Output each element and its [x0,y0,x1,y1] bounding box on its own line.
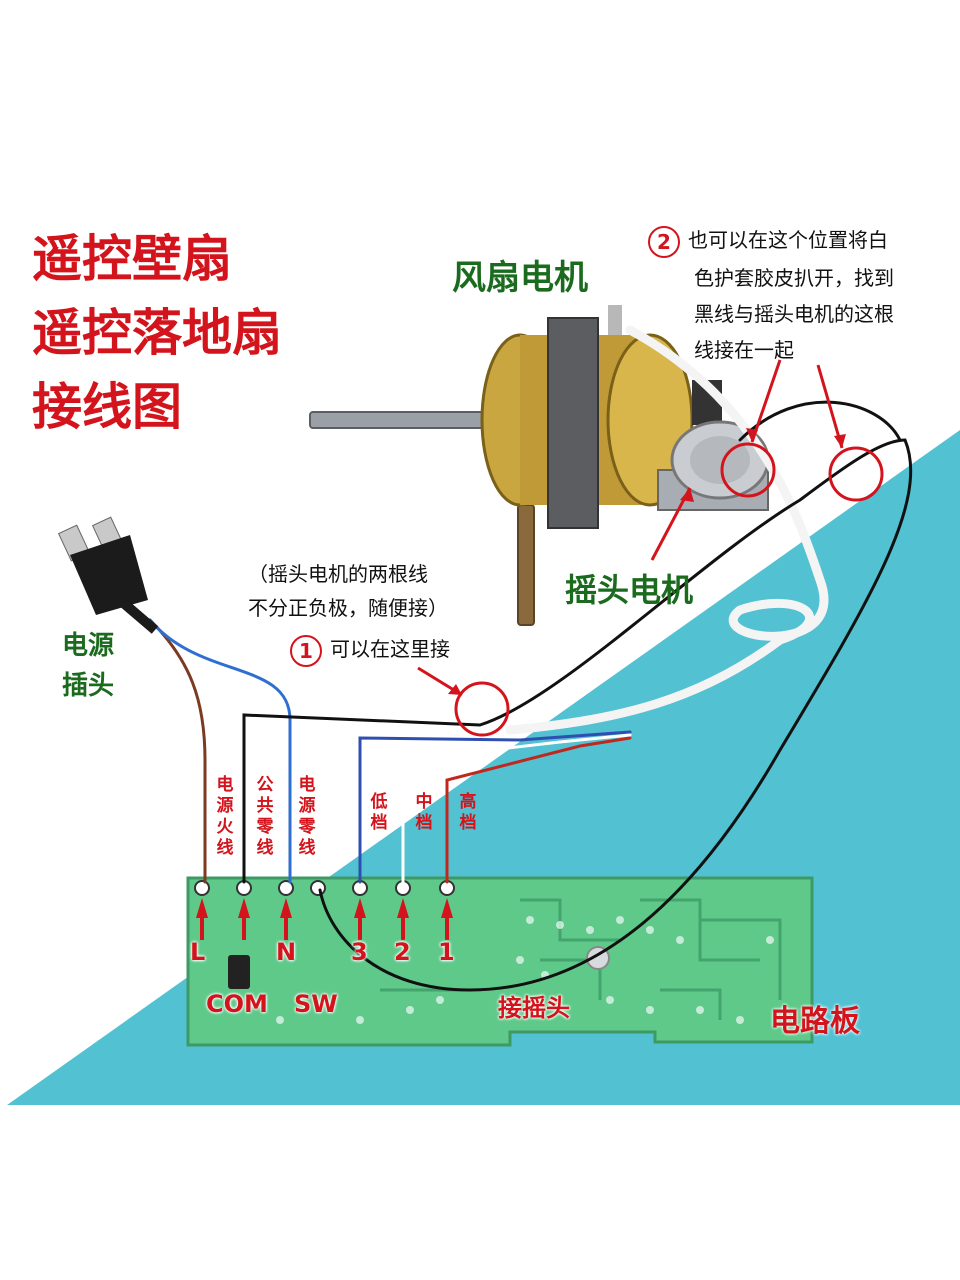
note-two-wires-line-1: （摇头电机的两根线 [248,562,428,586]
note-2-line-3: 黑线与摇头电机的这根 [694,302,894,326]
power-plug-label-2: 插头 [62,671,115,701]
title-line-3: 接线图 [32,378,182,436]
wire-label-high: 高档 [459,792,477,833]
wire-label-neutral: 电源零线 [298,775,316,858]
oscillating-motor-label: 摇头电机 [565,571,694,609]
wire-label-low: 低档 [370,792,388,833]
note-1-number: 1 [290,634,322,667]
arrow-2 [397,898,409,940]
arrow-COM [238,898,250,940]
connection-circle-2b [828,446,884,502]
arrow-N [280,898,292,940]
wire-red-high [445,736,632,884]
wire-label-mid: 中档 [415,792,433,833]
connection-circle-2a [720,442,776,498]
pointer-2b [816,364,844,449]
terminal-label-N: N [276,938,297,966]
note-2-number: 2 [648,225,680,258]
arrow-1 [441,898,453,940]
wire-label-live: 电源火线 [216,775,234,858]
note-1-text: 可以在这里接 [330,637,450,661]
terminal-label-1: 1 [438,938,455,966]
terminal-label-3: 3 [351,938,368,966]
terminal-pad-L [194,880,210,896]
note-2-text-1: 也可以在这个位置将白 [688,228,888,252]
note-1: 1 可以在这里接 [290,633,450,667]
note-2-line-4: 线接在一起 [694,338,794,362]
wire-blue-neutral [148,618,292,884]
terminal-pad-N [278,880,294,896]
wire-blue-low [358,730,632,884]
wire-white-mid [401,733,632,884]
com-jumper [228,955,250,989]
arrow-L [196,898,208,940]
fan-motor [309,305,722,626]
white-sheathed-cable [505,325,829,735]
terminal-label-L: L [190,938,206,966]
terminal-label-2: 2 [394,938,411,966]
background-cyan-triangle [0,430,960,1280]
pointer-2a [750,359,782,443]
connection-circle-1 [454,681,510,737]
wire-brown-live [148,618,207,884]
arrow-3 [354,898,366,940]
wire-black-common [242,438,913,992]
title-line-1: 遥控壁扇 [32,230,232,288]
terminal-label-COM: COM [206,990,268,1018]
circuit-board-label: 电路板 [770,1004,860,1039]
oscillate-connect-label: 接摇头 [498,994,570,1022]
wire-label-common-neutral: 公共零线 [256,775,274,858]
note-two-wires-line-2: 不分正负极，随便接） [248,596,448,620]
fan-motor-label: 风扇电机 [452,258,588,298]
note-2-line-1: 2 也可以在这个位置将白 [648,224,888,258]
power-plug [57,516,159,634]
title-line-2: 遥控落地扇 [32,304,282,362]
note-2-line-2: 色护套胶皮扒开，找到 [694,266,894,290]
oscillating-motor-black-wire [738,400,902,442]
bottom-white-strip [0,1105,960,1280]
terminal-label-SW: SW [294,990,338,1018]
power-plug-label-1: 电源 [62,631,115,661]
terminal-pad-SW [310,880,326,896]
